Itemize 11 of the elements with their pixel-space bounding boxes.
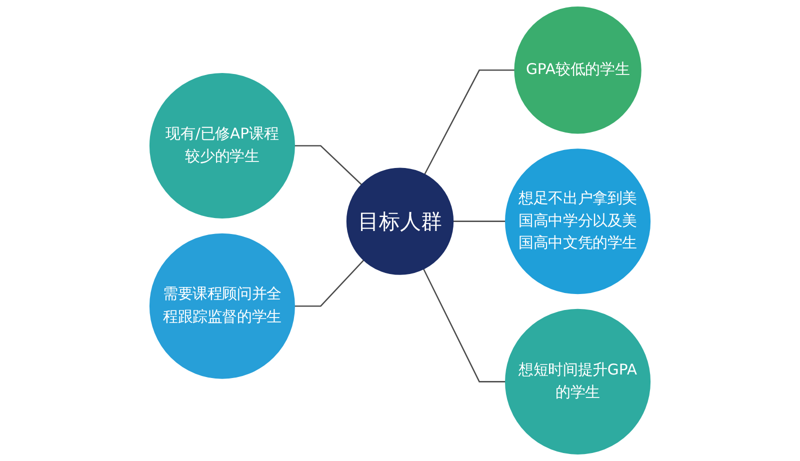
connector — [294, 260, 364, 307]
node-circle: 目标人群 — [346, 168, 454, 275]
connector — [294, 145, 362, 186]
connector — [422, 268, 506, 382]
node-circle: 现有/已修AP课程较少的学生 — [149, 72, 295, 218]
node-circle: 需要课程顾问并全程跟踪监督的学生 — [149, 233, 295, 379]
node-circle: 想短时间提升GPA的学生 — [505, 308, 651, 454]
connector — [424, 69, 515, 175]
node-circle: 想足不出户拿到美国高中学分以及美国高中文凭的学生 — [505, 148, 651, 294]
node-circle: GPA较低的学生 — [514, 6, 642, 134]
connector — [453, 220, 506, 222]
